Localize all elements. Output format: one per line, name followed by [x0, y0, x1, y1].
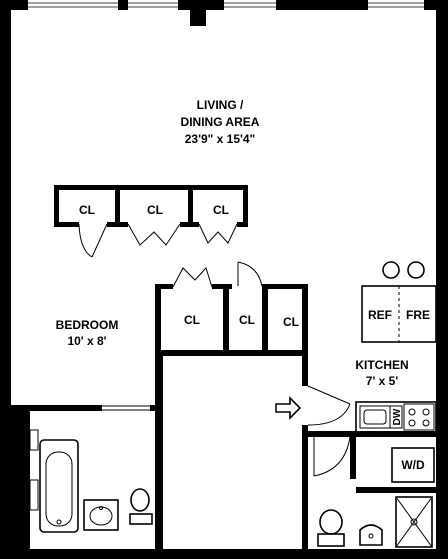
kitchen-fixtures: [355, 261, 437, 483]
arrow-right-icon: [275, 396, 302, 420]
closet-label-3: CL: [213, 203, 229, 217]
closet-label-1: CL: [79, 203, 95, 217]
left-bathroom: [29, 429, 153, 533]
closet-label-2: CL: [147, 203, 163, 217]
living-room-dims: 23'9" x 15'4": [185, 132, 255, 146]
closet-label-5: CL: [239, 313, 255, 327]
bedroom-dims: 10' x 8': [67, 334, 106, 348]
right-bathroom: [317, 496, 433, 548]
upper-closets: [54, 185, 248, 258]
fre-label: FRE: [406, 308, 430, 322]
closet-label-6: CL: [283, 315, 299, 329]
closet-label-4: CL: [184, 313, 200, 327]
kitchen-dims: 7' x 5': [366, 374, 399, 388]
middle-walls: [11, 261, 436, 549]
dw-label: DW: [392, 408, 403, 425]
living-room-name-line2: DINING AREA: [181, 115, 260, 129]
wd-label: W/D: [401, 458, 425, 472]
living-room-name: LIVING /: [197, 98, 244, 112]
bedroom-name: BEDROOM: [56, 318, 119, 332]
ref-label: REF: [368, 308, 392, 322]
kitchen-name: KITCHEN: [355, 358, 408, 372]
windows: [28, 2, 424, 8]
